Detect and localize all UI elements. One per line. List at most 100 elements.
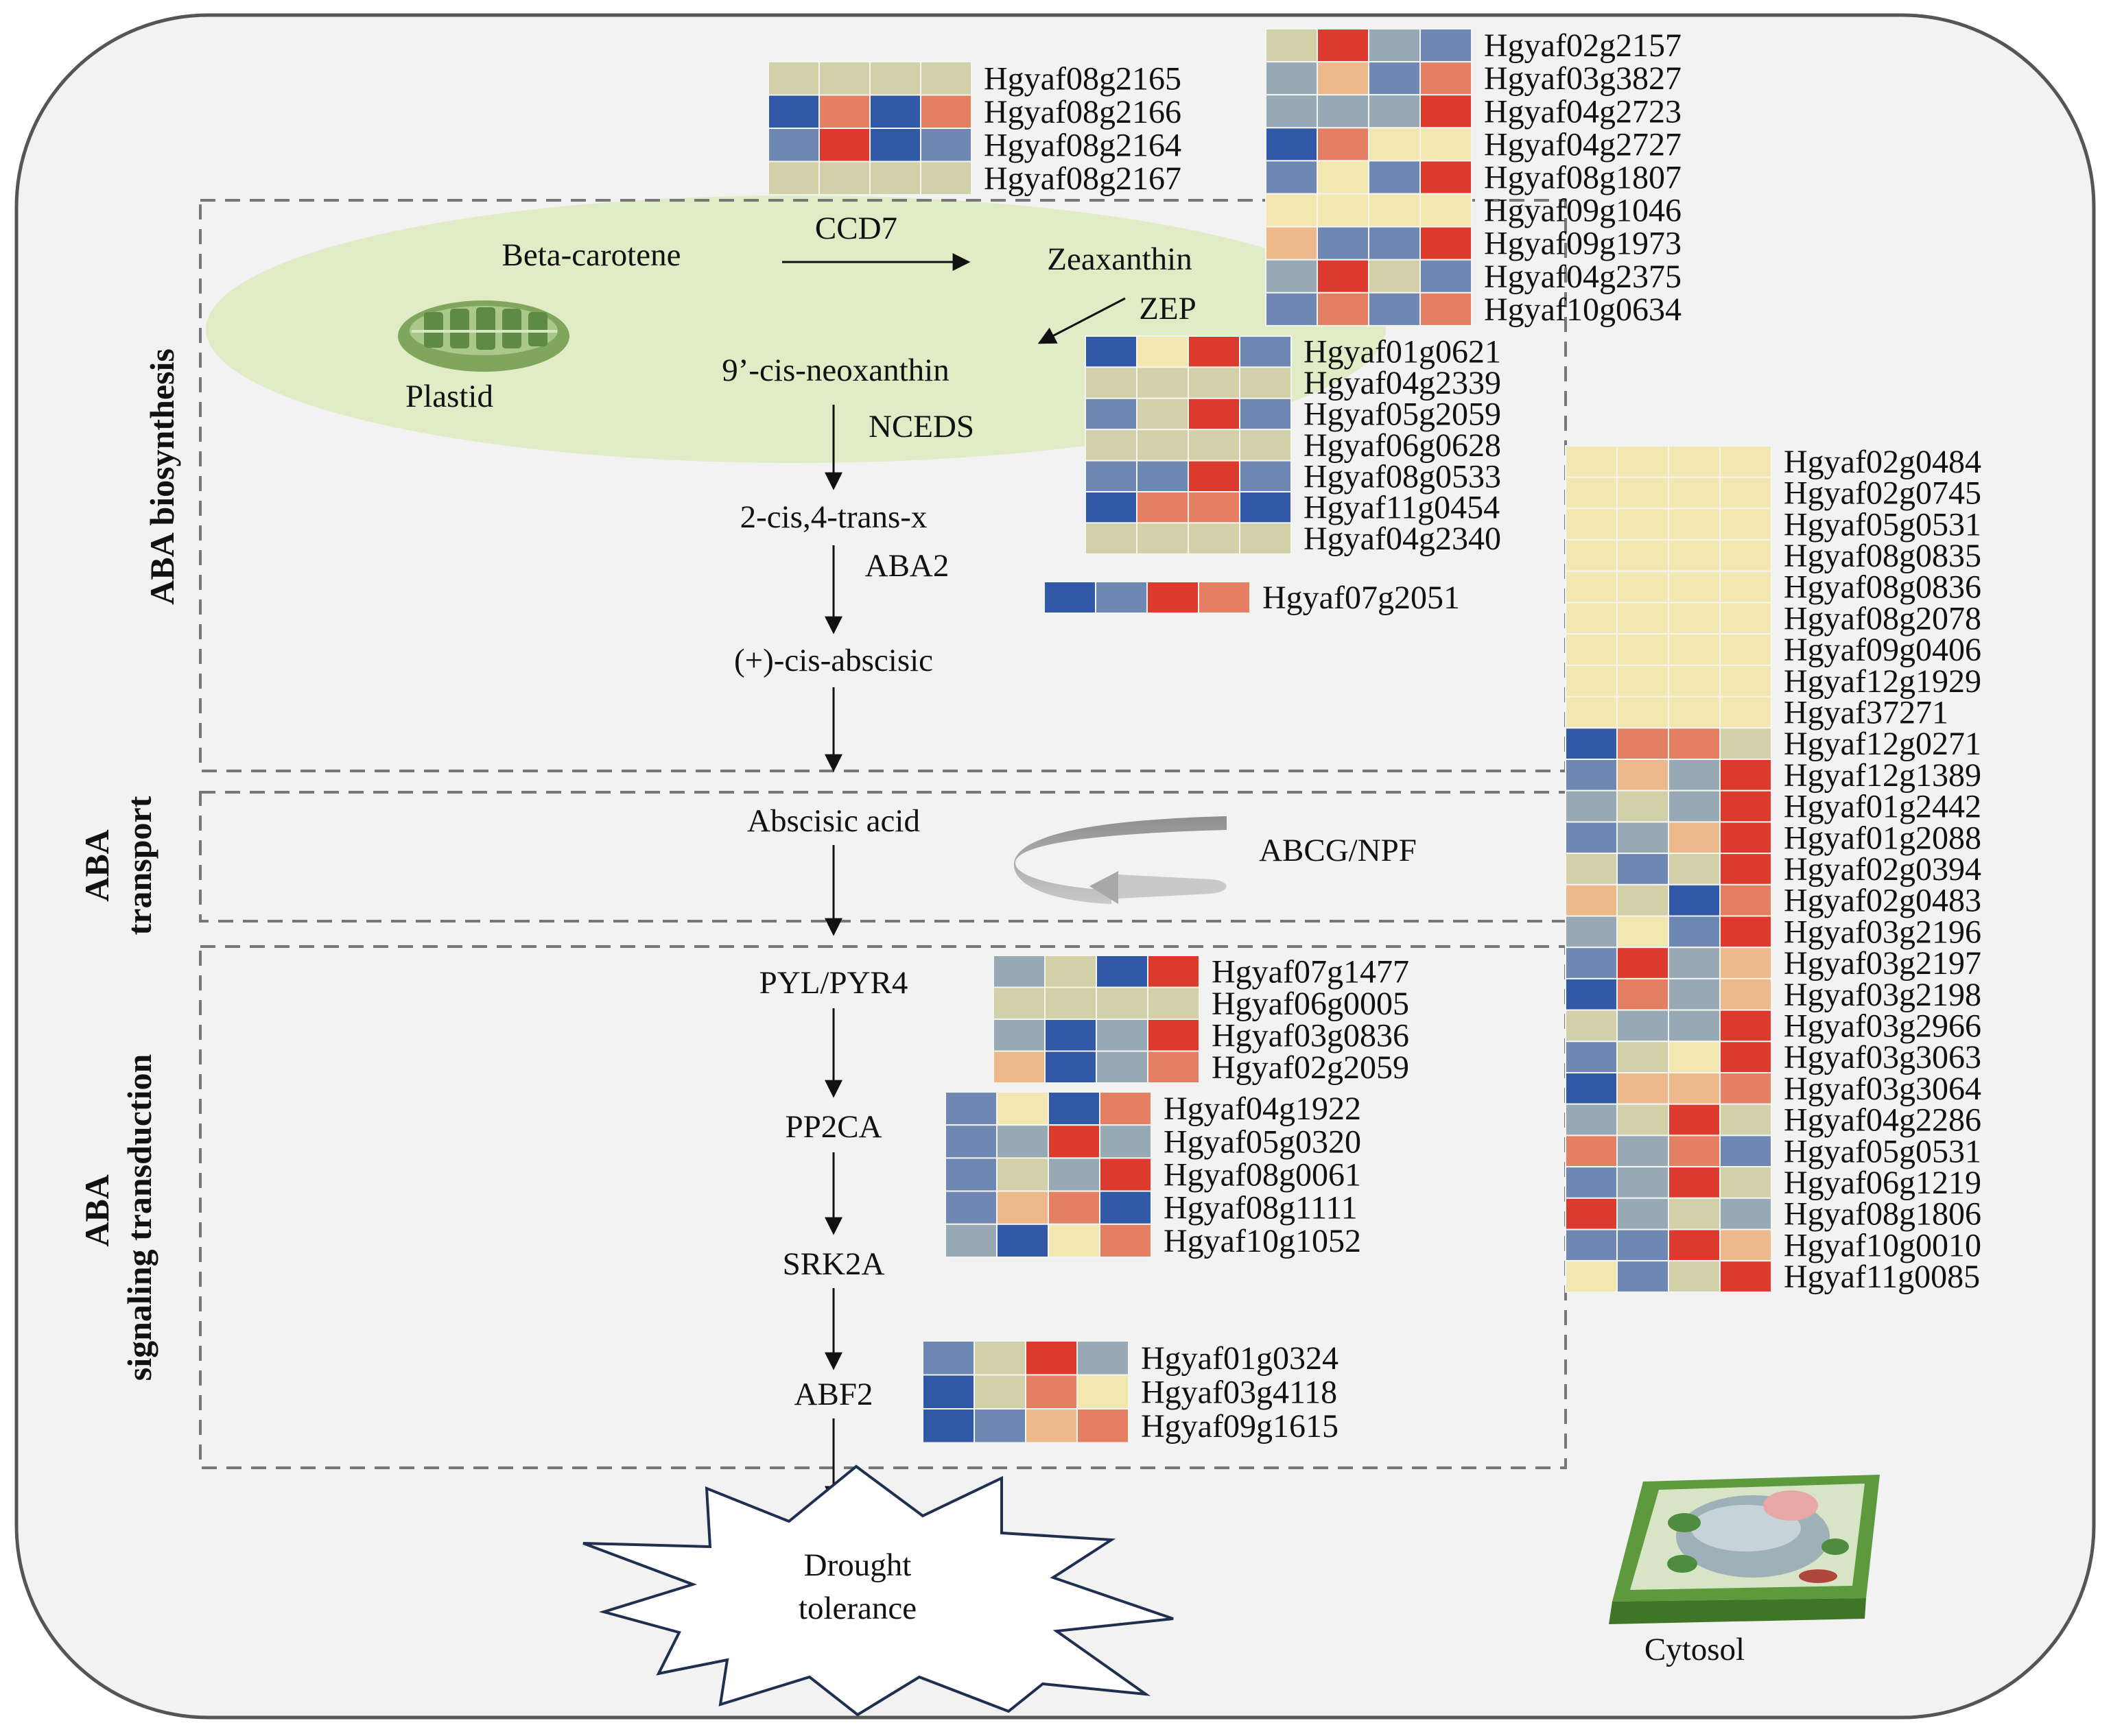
heatmap-cell	[1368, 160, 1421, 195]
heatmap-cell	[1265, 160, 1318, 195]
enzyme-ccd7: CCD7	[815, 211, 897, 246]
heatmap-cell	[996, 1091, 1049, 1126]
heatmap-cell	[1719, 1260, 1772, 1293]
heatmap-cell	[1565, 727, 1618, 761]
heatmap-cell	[1616, 445, 1669, 478]
gene-label: Hgyaf09g1973	[1484, 226, 1682, 262]
heatmap-cell	[1668, 508, 1721, 541]
heatmap-cell	[1616, 476, 1669, 510]
heatmap-cell	[1616, 727, 1669, 761]
gene-label: Hgyaf12g1929	[1784, 663, 1981, 700]
heatmap-cell	[1419, 61, 1472, 96]
heatmap-cell	[1565, 508, 1618, 541]
gene-label: Hgyaf09g0406	[1784, 632, 1981, 668]
heatmap-cell	[1096, 1019, 1148, 1052]
heatmap-cell	[1719, 633, 1772, 666]
gene-label: Hgyaf04g2340	[1304, 521, 1501, 557]
heatmap-cell	[922, 1340, 975, 1376]
heatmap-cell	[1265, 226, 1318, 261]
heatmap-cell	[920, 160, 972, 195]
heatmap-cell	[1616, 1260, 1669, 1293]
gene-label: Hgyaf05g2059	[1304, 396, 1501, 433]
heatmap-cell	[1025, 1374, 1078, 1410]
heatmap-cell	[1668, 476, 1721, 510]
heatmap-cell	[1048, 1124, 1100, 1159]
heatmap-cell	[1317, 259, 1369, 294]
heatmap-cell	[1136, 491, 1189, 524]
heatmap-cell	[1616, 539, 1669, 572]
heatmap-cell	[1565, 539, 1618, 572]
heatmap-cell	[1565, 1228, 1618, 1262]
gene-label: Hgyaf04g2727	[1484, 126, 1682, 163]
heatmap-cell	[1317, 226, 1369, 261]
heatmap-cell	[1668, 1260, 1721, 1293]
heatmap-cell	[1188, 397, 1240, 431]
gene-label: Hgyaf08g2166	[984, 94, 1181, 130]
heatmap-cell	[1565, 570, 1618, 604]
heatmap-cell	[1616, 853, 1669, 885]
heatmap-cell	[1239, 460, 1292, 492]
plant-cell-icon	[1609, 1475, 1880, 1624]
gene-label: Hgyaf03g2197	[1784, 945, 1981, 982]
heatmap-cell	[1239, 429, 1292, 462]
heatmap-cell	[1147, 1019, 1200, 1052]
heatmap-cell	[1565, 853, 1618, 885]
heatmap-cell	[1719, 1166, 1772, 1199]
heatmap-cell	[1188, 366, 1240, 399]
heatmap-cell	[1719, 602, 1772, 635]
heatmap-cell	[1565, 602, 1618, 635]
heatmap-cell	[920, 94, 972, 129]
heatmap-cell	[1368, 28, 1421, 63]
heatmap-cell	[1317, 193, 1369, 228]
heatmap-cell	[1048, 1091, 1100, 1126]
heatmap-cell	[945, 1124, 998, 1159]
heatmap-pyl: Hgyaf07g1477Hgyaf06g0005Hgyaf03g0836Hgya…	[993, 953, 1409, 1086]
heatmap-cell	[1085, 429, 1137, 462]
gene-label: Hgyaf02g2059	[1212, 1049, 1409, 1086]
heatmap-cell	[1616, 695, 1669, 729]
heatmap-cell	[1668, 915, 1721, 949]
plastid-icon	[398, 300, 569, 372]
gene-label: Hgyaf03g4118	[1141, 1374, 1337, 1410]
heatmap-cell	[768, 61, 820, 96]
section-label-transport-line2: transport	[120, 796, 158, 935]
heatmap-cell	[920, 61, 972, 96]
heatmap-cell	[768, 94, 820, 129]
gene-label: Hgyaf12g0271	[1784, 726, 1981, 762]
heatmap-cell	[1076, 1340, 1129, 1376]
gene-label: Hgyaf08g0835	[1784, 538, 1981, 574]
heatmap-cell	[1719, 883, 1772, 917]
heatmap-cell	[1419, 160, 1472, 195]
enzyme-nceds: NCEDS	[869, 409, 974, 444]
heatmap-cell	[1188, 460, 1240, 492]
heatmap-cell	[1085, 335, 1137, 368]
heatmap-cell	[768, 160, 820, 195]
gene-label: Hgyaf05g0531	[1784, 506, 1981, 543]
gene-label: Hgyaf06g0628	[1304, 427, 1501, 464]
heatmap-cell	[1668, 759, 1721, 792]
heatmap-cell	[1096, 1050, 1148, 1084]
heatmap-cell	[1565, 1197, 1618, 1230]
gene-label: Hgyaf09g1046	[1484, 193, 1682, 229]
heatmap-cell	[1265, 292, 1318, 326]
heatmap-cell	[1668, 1009, 1721, 1043]
gene-label: Hgyaf01g2088	[1784, 820, 1981, 856]
heatmap-cell	[1317, 28, 1369, 63]
heatmap-cell	[945, 1091, 998, 1126]
heatmap-cell	[993, 1050, 1046, 1084]
heatmap-cell	[1668, 1197, 1721, 1230]
heatmap-cell	[996, 1124, 1049, 1159]
heatmap-cell	[1368, 94, 1421, 129]
heatmap-cell	[1668, 695, 1721, 729]
heatmap-cell	[1099, 1157, 1152, 1192]
gene-label: Hgyaf04g2339	[1304, 365, 1501, 401]
heatmap-cell	[1616, 508, 1669, 541]
gene-label: Hgyaf04g2286	[1784, 1102, 1981, 1139]
section-label-signaling-line2: signaling transduction	[120, 1054, 158, 1381]
heatmap-cell	[993, 986, 1046, 1020]
heatmap-cell	[1099, 1091, 1152, 1126]
gene-label: Hgyaf08g2165	[984, 60, 1181, 97]
heatmap-cell	[1085, 522, 1137, 555]
gene-label: Hgyaf09g1615	[1141, 1408, 1338, 1444]
